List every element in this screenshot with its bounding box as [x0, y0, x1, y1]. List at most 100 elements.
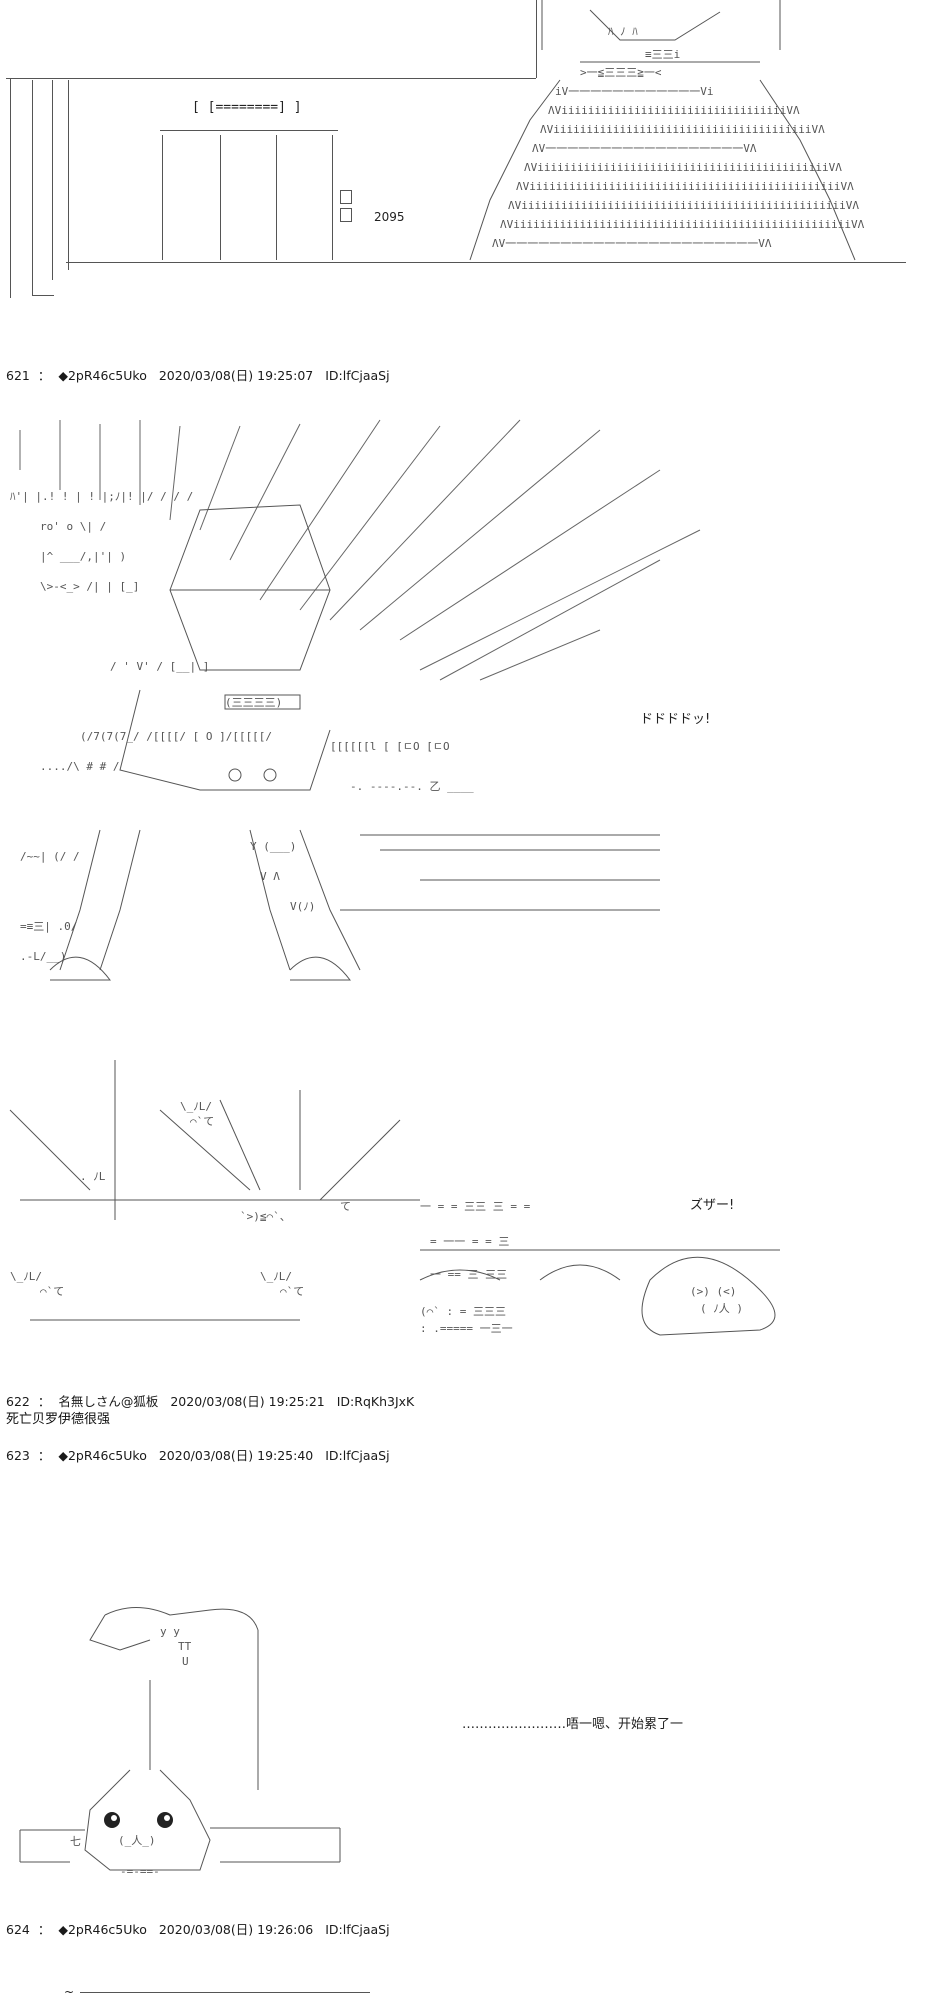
svg-text:/~~| (/ /: /~~| (/ /: [20, 850, 80, 863]
post-separator: ：: [37, 1922, 51, 1937]
svg-text:ﾊ'| |.! ! | ! |;ﾉ|! |/ / / /: ﾊ'| |.! ! | ! |;ﾉ|! |/ / / /: [10, 490, 193, 503]
svg-text:\>-<_> /| | [_]: \>-<_> /| | [_]: [40, 580, 139, 593]
elevator-door-mid2: [276, 135, 277, 260]
svg-text:ro' o \| /: ro' o \| /: [40, 520, 106, 533]
wall-pillar-3: [68, 80, 69, 270]
next-art-fragment: ~: [64, 1985, 75, 1999]
svg-text:\_ﾉL/: \_ﾉL/: [180, 1100, 212, 1113]
elevator-button-down: [340, 208, 352, 222]
svg-text:⌒`て: ⌒`て: [40, 1285, 64, 1298]
svg-text:ΛViiiiiiiiiiiiiiiiiiiiiiiiiiii: ΛViiiiiiiiiiiiiiiiiiiiiiiiiiiiiiiiiiVΛ: [548, 104, 800, 117]
upside-down-character-art: y y TT U (_人_) 七 -=-==-: [19, 1607, 341, 1878]
svg-text:て: て: [340, 1200, 351, 1213]
svg-text:七: 七: [70, 1835, 81, 1848]
post-header-624: 624 ： ◆2pR46c5Uko 2020/03/08(日) 19:26:06…: [6, 1922, 390, 1938]
floor-step: [32, 295, 54, 296]
svg-text:-. ----.--. 乙 ____: -. ----.--. 乙 ____: [350, 780, 474, 793]
svg-text:一 = = 三三 三 = =: 一 = = 三三 三 = =: [420, 1200, 531, 1213]
svg-text:(三三三三): (三三三三): [225, 696, 282, 709]
svg-text:[[[[[[l [ [ㄷO [ㄷO: [[[[[[l [ [ㄷO [ㄷO: [330, 740, 450, 753]
wall-pillar-left: [10, 78, 11, 298]
svg-text:\_ﾉL/: \_ﾉL/: [260, 1270, 292, 1283]
svg-text:y y: y y: [160, 1625, 180, 1638]
post-header-623: 623 ： ◆2pR46c5Uko 2020/03/08(日) 19:25:40…: [6, 1448, 390, 1464]
svg-text:ΛV一一一一一一一一一一一一一一一一一一一一一一一VΛ: ΛV一一一一一一一一一一一一一一一一一一一一一一一VΛ: [492, 237, 772, 250]
elevator-door-mid1: [220, 135, 221, 260]
post-body-622: 死亡贝罗伊德很强: [6, 1412, 111, 1427]
svg-text:.-L/__): .-L/__): [20, 950, 66, 963]
post-author[interactable]: ◆2pR46c5Uko: [58, 1922, 147, 1937]
svg-text:一 == 三 三三: 一 == 三 三三: [430, 1268, 507, 1281]
svg-text:≡三三i: ≡三三i: [645, 48, 680, 61]
post-author[interactable]: ◆2pR46c5Uko: [58, 368, 147, 383]
post-number: 624: [6, 1922, 30, 1937]
post-number: 621: [6, 368, 30, 383]
svg-text:ΛViiiiiiiiiiiiiiiiiiiiiiiiiiii: ΛViiiiiiiiiiiiiiiiiiiiiiiiiiiiiiiiiiiiii…: [524, 161, 842, 174]
post-datetime: 2020/03/08(日) 19:26:06: [158, 1922, 314, 1937]
svg-text:V(ﾉ): V(ﾉ): [290, 900, 315, 913]
svg-text:=≡三| .0/: =≡三| .0/: [20, 920, 77, 933]
svg-text:ΛV一一一一一一一一一一一一一一一一一一VΛ: ΛV一一一一一一一一一一一一一一一一一一VΛ: [532, 142, 757, 155]
post-author[interactable]: 名無しさん@狐板: [58, 1394, 159, 1409]
svg-text:|^ ___/,|'| ): |^ ___/,|'| ): [40, 550, 126, 563]
svg-text:(>) (<): (>) (<): [690, 1285, 736, 1298]
elevator-button-up: [340, 190, 352, 204]
svg-text:(⌒` : = 三三三: (⌒` : = 三三三: [420, 1305, 506, 1318]
svg-text:\_ﾉL/: \_ﾉL/: [10, 1270, 42, 1283]
svg-text:. ﾉL: . ﾉL: [80, 1170, 106, 1183]
svg-text:( ﾉ人 ): ( ﾉ人 ): [700, 1302, 743, 1315]
svg-text:(_人_): (_人_): [118, 1834, 156, 1847]
post-separator: ：: [37, 368, 51, 383]
wall-pillar-2: [52, 80, 53, 280]
post-number: 622: [6, 1394, 30, 1409]
post-author[interactable]: ◆2pR46c5Uko: [58, 1448, 147, 1463]
svg-text:(/7(7(7_/ /[[[[/ [ O ]/[[[[: (/7(7(7_/ /[[[[/ [ O ]/[[[[[/: [80, 730, 272, 743]
svg-text:V Λ: V Λ: [260, 870, 280, 883]
svg-text:U: U: [182, 1655, 189, 1668]
post-separator: ：: [37, 1394, 51, 1409]
floor-line: [66, 262, 906, 263]
svg-text:= 一一 = = 三: = 一一 = = 三: [430, 1235, 509, 1248]
svg-text:⌒`て: ⌒`て: [190, 1115, 214, 1128]
svg-text:TT: TT: [178, 1640, 192, 1653]
post-datetime: 2020/03/08(日) 19:25:07: [158, 368, 314, 383]
post-id[interactable]: ID:RqKh3JxK: [336, 1394, 415, 1409]
svg-text:: .===== 一三一: : .===== 一三一: [420, 1322, 513, 1335]
wall-pillar-1: [32, 80, 33, 295]
vortex-creature-art: ﾊ ﾉ ﾊ ≡三三i >一≦三三三≧一< iV一一一一一一一一一一一一Vi ΛV…: [469, 0, 865, 261]
svg-text:ΛViiiiiiiiiiiiiiiiiiiiiiiiiiii: ΛViiiiiiiiiiiiiiiiiiiiiiiiiiiiiiiiiiiiii…: [516, 180, 854, 193]
sfx-zuza: ズザー!: [690, 1198, 735, 1213]
wall-corner: [536, 0, 537, 78]
svg-text:⌒`て: ⌒`て: [280, 1285, 304, 1298]
caption-tired: ……………………唔一嗯、开始累了一: [462, 1717, 684, 1732]
ceiling-line: [6, 78, 536, 79]
post-number: 623: [6, 1448, 30, 1463]
post-datetime: 2020/03/08(日) 19:25:40: [158, 1448, 314, 1463]
svg-text:>一≦三三三≧一<: >一≦三三三≧一<: [580, 66, 662, 79]
tumble-art: \_ﾉL/ ⌒`て . ﾉL `>)≦⌒`、 て \_ﾉL/ \_ﾉL/ ⌒`て…: [9, 1060, 780, 1336]
svg-text:ﾊ ﾉ ﾊ: ﾊ ﾉ ﾊ: [608, 25, 638, 38]
speed-lines-art: ﾊ'| |.! ! | ! |;ﾉ|! |/ / / / ro' o \| / …: [10, 419, 701, 981]
svg-text:-=-==-: -=-==-: [120, 1865, 160, 1878]
post-id[interactable]: ID:lfCjaaSj: [325, 1922, 390, 1937]
post-header-621: 621 ： ◆2pR46c5Uko 2020/03/08(日) 19:25:07…: [6, 368, 390, 384]
elevator-sign: [ [========] ]: [192, 100, 302, 115]
elevator-door-left: [162, 135, 163, 260]
svg-text:ΛViiiiiiiiiiiiiiiiiiiiiiiiiiii: ΛViiiiiiiiiiiiiiiiiiiiiiiiiiiiiiiiiiiiii…: [500, 218, 865, 231]
sfx-dododo: ドドドドッ!: [640, 712, 711, 727]
svg-text:ΛViiiiiiiiiiiiiiiiiiiiiiiiiiii: ΛViiiiiiiiiiiiiiiiiiiiiiiiiiiiiiiiiiiiii…: [540, 123, 825, 136]
svg-text:iV一一一一一一一一一一一一Vi: iV一一一一一一一一一一一一Vi: [555, 85, 714, 98]
floor-counter: 2095: [374, 210, 405, 224]
post-id[interactable]: ID:lfCjaaSj: [325, 368, 390, 383]
svg-text:ΛViiiiiiiiiiiiiiiiiiiiiiiiiiii: ΛViiiiiiiiiiiiiiiiiiiiiiiiiiiiiiiiiiiiii…: [508, 199, 859, 212]
elevator-door-right: [332, 135, 333, 260]
svg-text:Y (___): Y (___): [250, 840, 296, 853]
elevator-top: [160, 130, 338, 131]
svg-text:`>)≦⌒`、: `>)≦⌒`、: [240, 1210, 291, 1223]
post-separator: ：: [37, 1448, 51, 1463]
post-datetime: 2020/03/08(日) 19:25:21: [170, 1394, 325, 1409]
next-art-top-line: [80, 1992, 370, 1993]
post-id[interactable]: ID:lfCjaaSj: [325, 1448, 390, 1463]
svg-text:/ ' V' / [__| ]: / ' V' / [__| ]: [110, 660, 209, 673]
